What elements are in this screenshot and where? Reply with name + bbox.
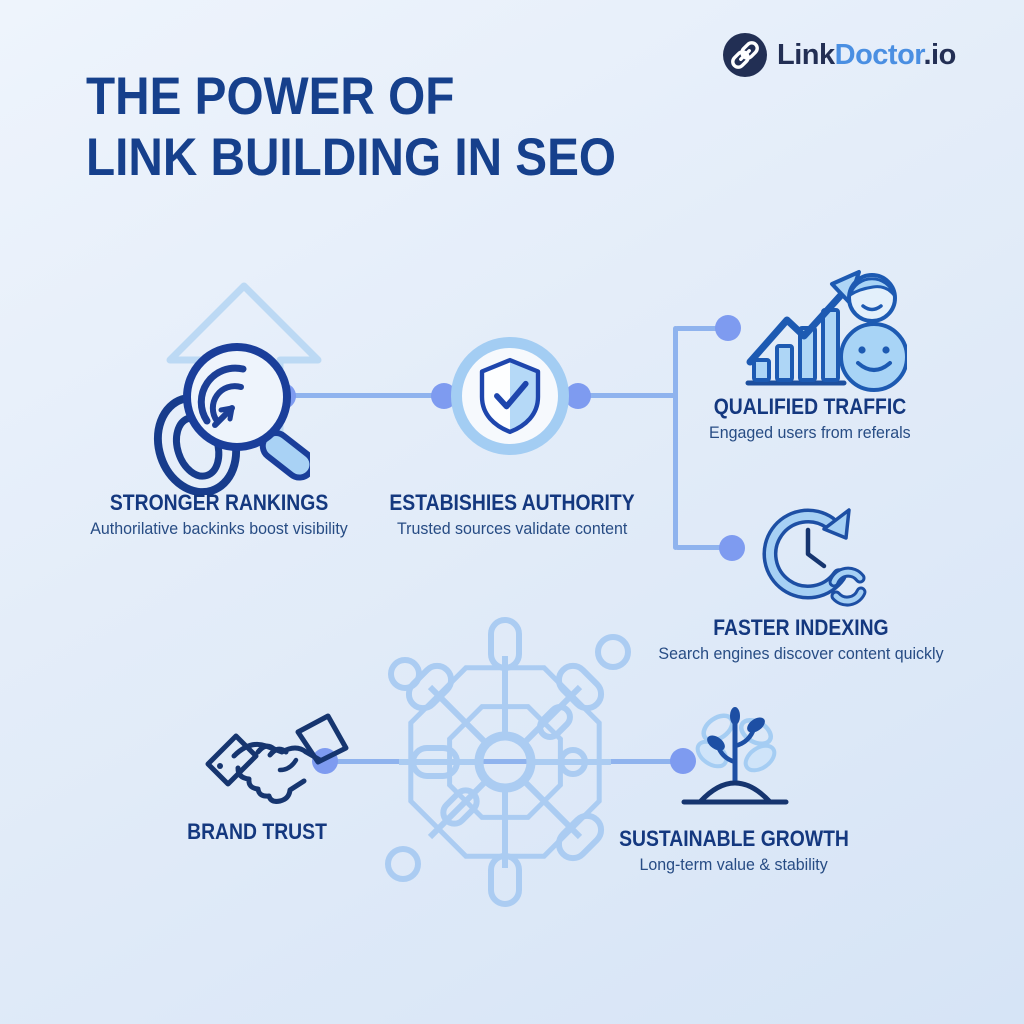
page-title: THE POWER OF LINK BUILDING IN SEO (86, 66, 616, 189)
connector-line-indexing (675, 545, 729, 550)
connector-line-bottom (333, 759, 679, 764)
heading-stronger-rankings: STRONGER RANKINGS (109, 490, 329, 515)
chain-link-icon (723, 33, 767, 77)
logo-prefix: Link (777, 38, 835, 71)
connector-dot-3 (565, 383, 591, 409)
logo-mid: Doctor (834, 38, 924, 71)
link-network-web (385, 617, 631, 907)
label-faster-indexing: FASTER INDEXING Search engines discover … (649, 615, 952, 664)
title-line-1: THE POWER OF (86, 67, 455, 126)
label-qualified-traffic: QUALIFIED TRAFFIC Engaged users from ref… (701, 394, 920, 443)
connector-dot-4 (715, 315, 741, 341)
shield-check-icon (479, 357, 541, 435)
connector-line-traffic (675, 326, 725, 331)
handshake-icon (205, 713, 349, 804)
heading-qualified-traffic: QUALIFIED TRAFFIC (713, 394, 907, 419)
subtext-stronger-rankings: Authorilative backinks boost visibility (90, 519, 348, 538)
clock-refresh-icon (762, 508, 867, 607)
seedling-icon (681, 707, 789, 805)
heading-brand-trust: BRAND TRUST (187, 819, 327, 844)
subtext-establishes-authority: Trusted sources validate content (396, 519, 628, 538)
authority-badge-circle (451, 337, 569, 455)
label-sustainable-growth: SUSTAINABLE GROWTH Long-term value & sta… (603, 826, 864, 875)
logo-suffix: .io (923, 38, 956, 71)
subtext-faster-indexing: Search engines discover content quickly (658, 644, 944, 663)
heading-sustainable-growth: SUSTAINABLE GROWTH (619, 826, 849, 851)
connector-dot-7 (670, 748, 696, 774)
label-stronger-rankings: STRONGER RANKINGS Authorilative backinks… (82, 490, 356, 539)
heading-establishes-authority: ESTABISHIES AUTHORITY (389, 490, 635, 515)
subtext-qualified-traffic: Engaged users from referals (709, 423, 911, 442)
subtext-sustainable-growth: Long-term value & stability (639, 855, 829, 874)
logo: LinkDoctor.io (722, 32, 956, 78)
growth-chart-users-icon (745, 270, 907, 392)
label-brand-trust: BRAND TRUST (178, 819, 337, 845)
connector-line-rankings (290, 393, 446, 398)
heading-faster-indexing: FASTER INDEXING (713, 615, 889, 640)
label-establishes-authority: ESTABISHIES AUTHORITY Trusted sources va… (373, 490, 652, 539)
title-line-2: LINK BUILDING IN SEO (86, 128, 617, 188)
logo-wordmark: LinkDoctor.io (777, 39, 956, 72)
connector-line-bracket (673, 326, 678, 550)
connector-dot-5 (719, 535, 745, 561)
magnifier-link-icon (153, 343, 310, 495)
connector-line-authority (585, 393, 678, 398)
